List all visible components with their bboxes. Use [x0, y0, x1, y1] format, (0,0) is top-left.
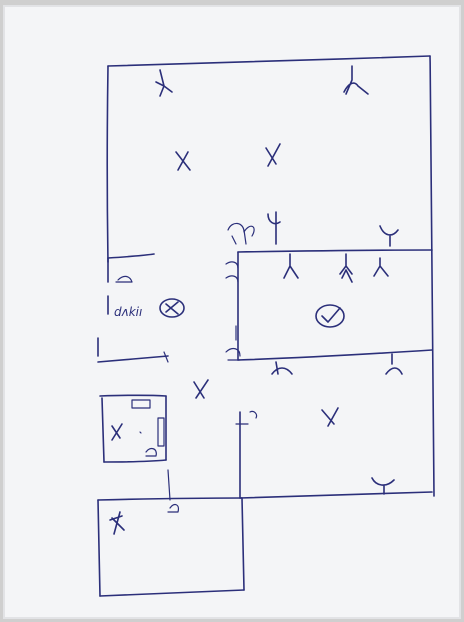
ceiling-light-icon [343, 65, 369, 95]
checked-circle-icon [315, 304, 345, 328]
middle-room-walls [237, 249, 433, 361]
x-mark-icon [193, 379, 209, 399]
x-mark-icon [111, 423, 123, 441]
wall-light-icon [271, 361, 293, 375]
x-mark-icon [321, 407, 339, 427]
x-mark-icon [109, 511, 125, 535]
x-mark-icon [265, 143, 281, 167]
bottom-room-walls [97, 469, 245, 597]
wall-light-icon [339, 253, 353, 283]
ceiling-light-icon [155, 69, 173, 97]
left-small-room-walls [107, 253, 155, 315]
wall-light-icon [373, 257, 389, 277]
switch-cluster-icon [225, 222, 255, 283]
paper-sheet [4, 6, 460, 618]
bathroom-walls [99, 394, 167, 463]
switch-icon [225, 325, 241, 361]
right-lower-room-walls [235, 410, 433, 499]
pendant-light-icon [267, 211, 281, 245]
pendant-light-icon [379, 225, 399, 247]
corridor-walls [97, 337, 169, 363]
pendant-light-icon [371, 477, 395, 495]
wall-light-icon [283, 253, 299, 279]
x-mark-icon [175, 151, 191, 171]
checked-circle-icon [159, 298, 185, 318]
room-label: dʌkiı [114, 305, 142, 319]
wall-light-icon [385, 353, 403, 375]
